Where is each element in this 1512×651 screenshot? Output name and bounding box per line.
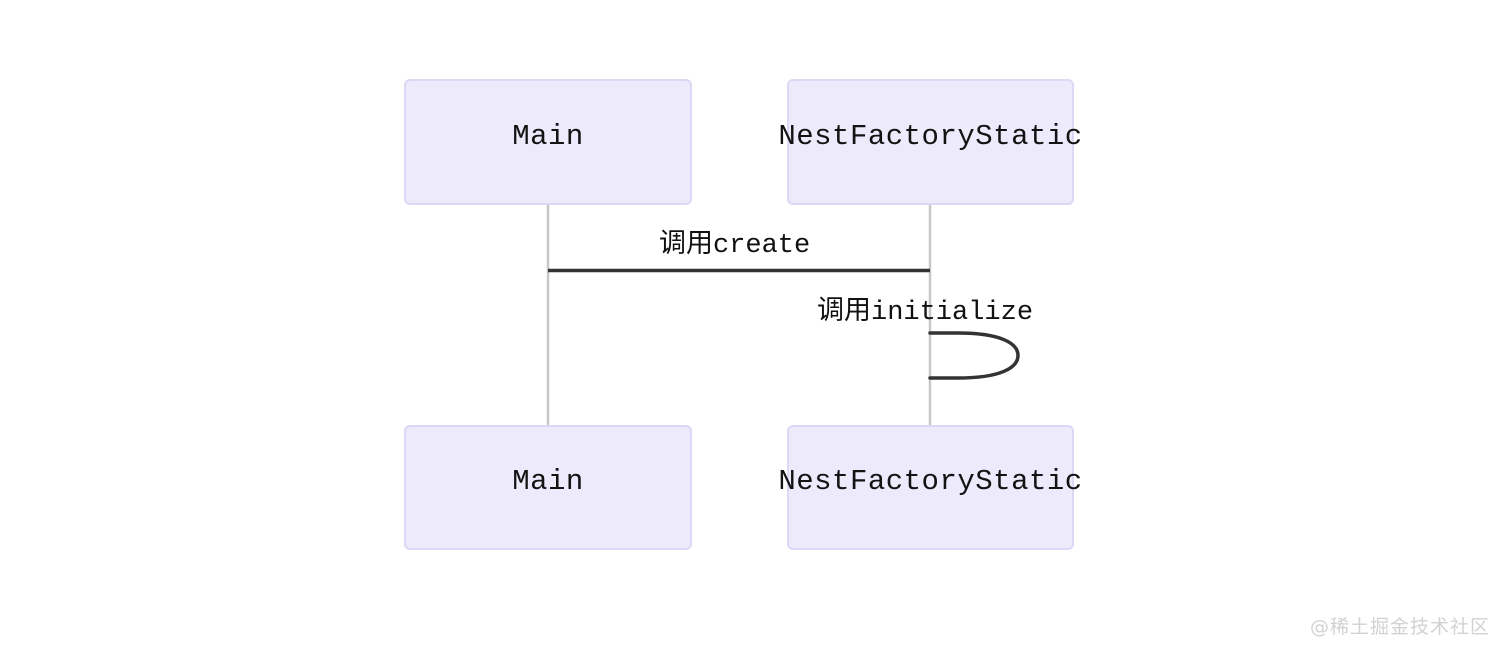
participant-box-nest-factory-static-top[interactable]: NestFactoryStatic <box>778 79 1082 205</box>
participant-label-main-bottom: Main <box>512 465 584 498</box>
message-label-create: 调用create <box>659 231 811 261</box>
participant-box-main-bottom[interactable]: Main <box>404 425 692 550</box>
participant-label-main-top: Main <box>512 119 584 153</box>
watermark-text: @稀土掘金技术社区 <box>1309 616 1490 638</box>
message-loop-initialize <box>928 331 1020 380</box>
message-label-initialize: 调用initialize <box>817 298 1034 328</box>
participant-label-nest-factory-static-top: NestFactoryStatic <box>778 119 1083 153</box>
participant-box-main-top[interactable]: Main <box>404 79 692 205</box>
participant-box-nest-factory-static-bottom[interactable]: NestFactoryStatic <box>778 425 1082 550</box>
participant-label-nest-factory-static-bottom: NestFactoryStatic <box>778 465 1083 498</box>
